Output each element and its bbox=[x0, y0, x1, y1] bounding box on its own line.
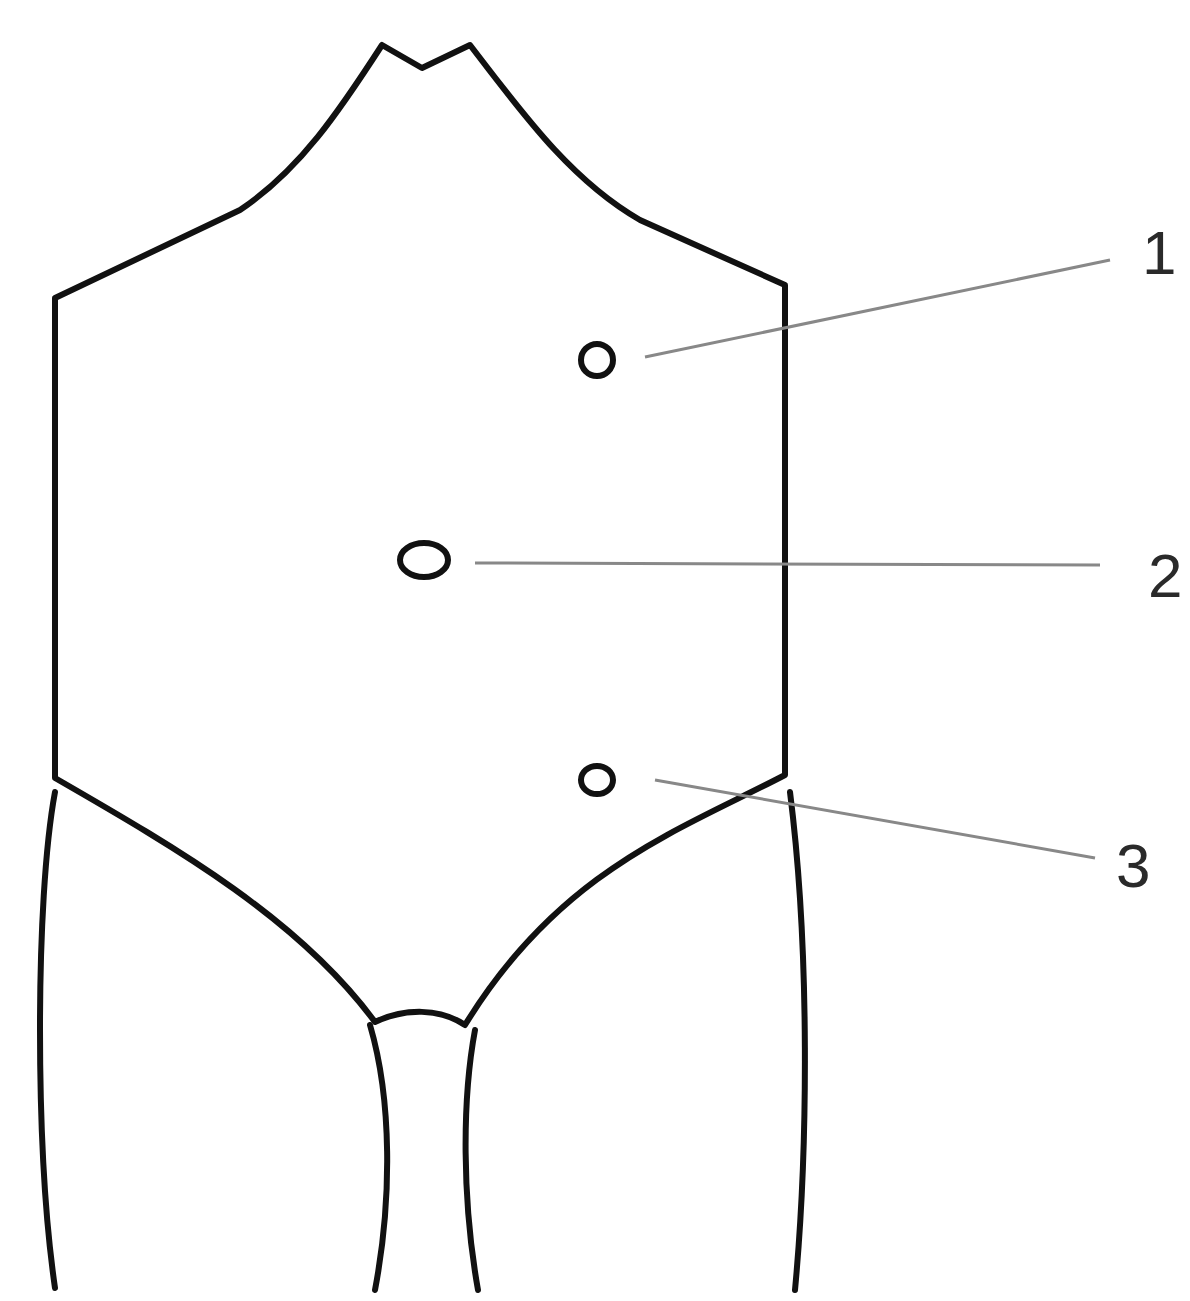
right-leg-inner bbox=[466, 1030, 478, 1290]
port-site bbox=[581, 344, 613, 376]
right-leg-outer bbox=[790, 792, 805, 1290]
leader-line bbox=[475, 563, 1100, 565]
leader-line bbox=[655, 780, 1095, 858]
callout-number: 3 bbox=[1116, 835, 1150, 897]
left-leg-outer bbox=[40, 792, 55, 1288]
callout-number: 2 bbox=[1148, 545, 1182, 607]
leader-line bbox=[645, 260, 1110, 357]
torso-outline bbox=[55, 45, 785, 1025]
port-site bbox=[400, 543, 448, 577]
callout-number: 1 bbox=[1142, 222, 1176, 284]
left-leg-inner bbox=[370, 1025, 387, 1290]
port-site bbox=[581, 766, 613, 794]
